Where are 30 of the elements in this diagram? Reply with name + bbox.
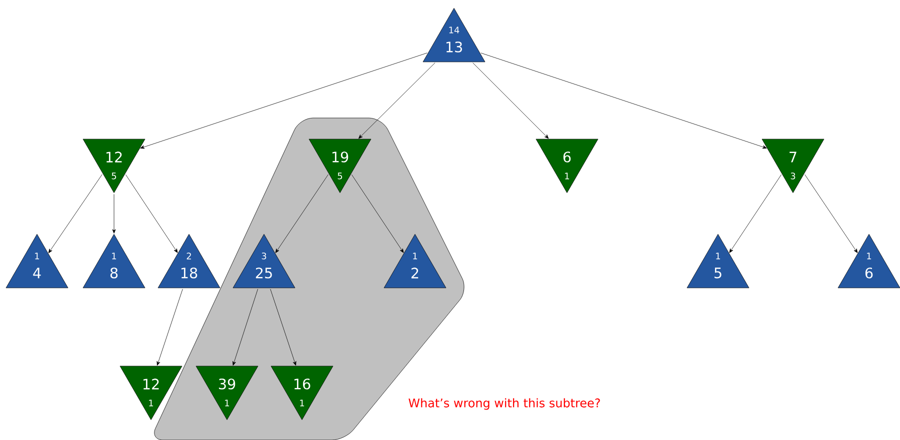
tree-node-triangle: 12 1 [120, 366, 182, 420]
tree-node-triangle: 39 1 [196, 366, 258, 420]
arrow [358, 62, 436, 139]
arrow [156, 288, 183, 366]
arrow [472, 62, 549, 139]
tree-node-triangle: 7 3 [762, 138, 824, 193]
tree-node-triangle: 12 5 [82, 138, 146, 193]
tree-node-triangle: 16 1 [270, 366, 334, 420]
tree-node-triangle: 19 5 [308, 138, 372, 193]
tree-node-triangle: 3 25 [232, 234, 296, 288]
tree-node-triangle: 1 4 [6, 234, 68, 288]
arrow [270, 288, 296, 366]
arrow [48, 174, 102, 254]
arrow [729, 174, 782, 253]
arrow [140, 52, 428, 149]
arrow [480, 52, 767, 149]
tree-node-triangle: 1 2 [384, 234, 446, 288]
tree-node-triangle: 2 18 [158, 234, 220, 288]
arrow [352, 174, 404, 253]
tree-node-triangle: 1 6 [838, 234, 900, 288]
note-text: What’s wrong with this subtree? [408, 398, 600, 410]
arrow [126, 174, 178, 253]
tree-node-triangle: 1 8 [82, 234, 146, 288]
tree-node-triangle: 6 1 [536, 138, 598, 193]
tree-node-triangle: 1 5 [686, 234, 750, 288]
tree-node-triangle: 14 13 [422, 8, 486, 62]
arrow [804, 174, 858, 254]
arrow [112, 194, 116, 234]
arrow [232, 288, 258, 366]
arrow [275, 174, 328, 254]
